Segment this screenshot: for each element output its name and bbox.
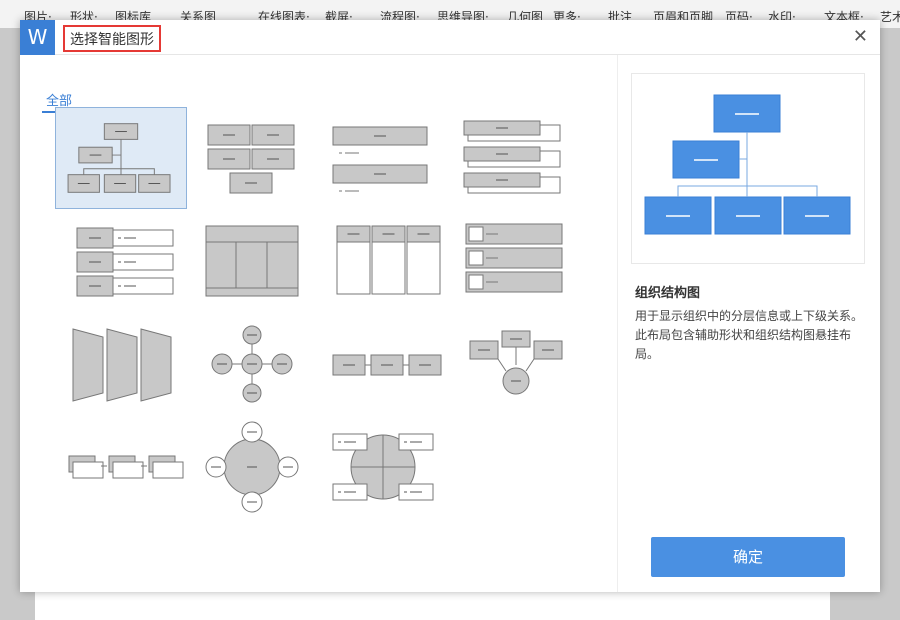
- converging-arrows-icon: [469, 330, 563, 395]
- tabbed-list-icon: [463, 120, 561, 194]
- trapezoid-list-icon: [72, 328, 172, 402]
- wps-logo: W: [20, 20, 55, 55]
- column-list-icon: [336, 225, 441, 295]
- preview-image: [631, 73, 865, 264]
- stacked-list-icon: [332, 126, 428, 192]
- thumbnail-process-arrows[interactable]: [317, 313, 449, 415]
- block-grid-icon: [207, 124, 295, 194]
- thumbnail-org-chart[interactable]: [55, 107, 187, 209]
- ok-button[interactable]: 确定: [651, 537, 845, 577]
- thumbnail-converging-arrows[interactable]: [448, 313, 580, 415]
- thumbnail-trapezoid-list[interactable]: [55, 313, 187, 415]
- radial-arrows-icon: [211, 325, 293, 403]
- org-chart-icon: [67, 123, 171, 193]
- process-arrows-icon: [332, 354, 442, 376]
- thumbnail-picture-process[interactable]: [55, 416, 187, 518]
- thumbnail-table-columns[interactable]: [186, 210, 318, 312]
- preview-panel: 组织结构图 用于显示组织中的分层信息或上下级关系。此布局包含辅助形状和组织结构图…: [617, 55, 880, 592]
- quadrant-circle-icon: [332, 433, 434, 501]
- cycle-circle-icon: [205, 421, 299, 513]
- thumbnail-label-list[interactable]: [55, 210, 187, 312]
- thumbnail-block-grid[interactable]: [186, 107, 318, 209]
- thumbnail-cycle-circle[interactable]: [186, 416, 318, 518]
- table-columns-icon: [205, 225, 299, 297]
- thumbnail-tabbed-list[interactable]: [448, 107, 580, 209]
- dialog-titlebar: W 选择智能图形 ✕: [20, 20, 880, 55]
- thumbnail-column-list[interactable]: [317, 210, 449, 312]
- ribbon-item[interactable]: 艺术: [880, 10, 900, 24]
- picture-list-icon: [465, 223, 563, 293]
- preview-description: 用于显示组织中的分层信息或上下级关系。此布局包含辅助形状和组织结构图悬挂布局。: [635, 309, 864, 361]
- preview-title: 组织结构图: [635, 286, 701, 301]
- org-chart-preview: [644, 94, 851, 235]
- thumbnail-stacked-list[interactable]: [317, 107, 449, 209]
- thumbnail-radial-arrows[interactable]: [186, 313, 318, 415]
- thumbnail-picture-list[interactable]: [448, 210, 580, 312]
- thumbnail-quadrant-circle[interactable]: [317, 416, 449, 518]
- smartart-dialog: W 选择智能图形 ✕ 全部 组织结构图 用于显示组织中的分层信息或上下级关系。此…: [20, 20, 880, 592]
- label-list-icon: [76, 227, 174, 297]
- close-icon[interactable]: ✕: [852, 26, 868, 47]
- picture-process-icon: [68, 455, 184, 479]
- dialog-title: 选择智能图形: [63, 25, 161, 52]
